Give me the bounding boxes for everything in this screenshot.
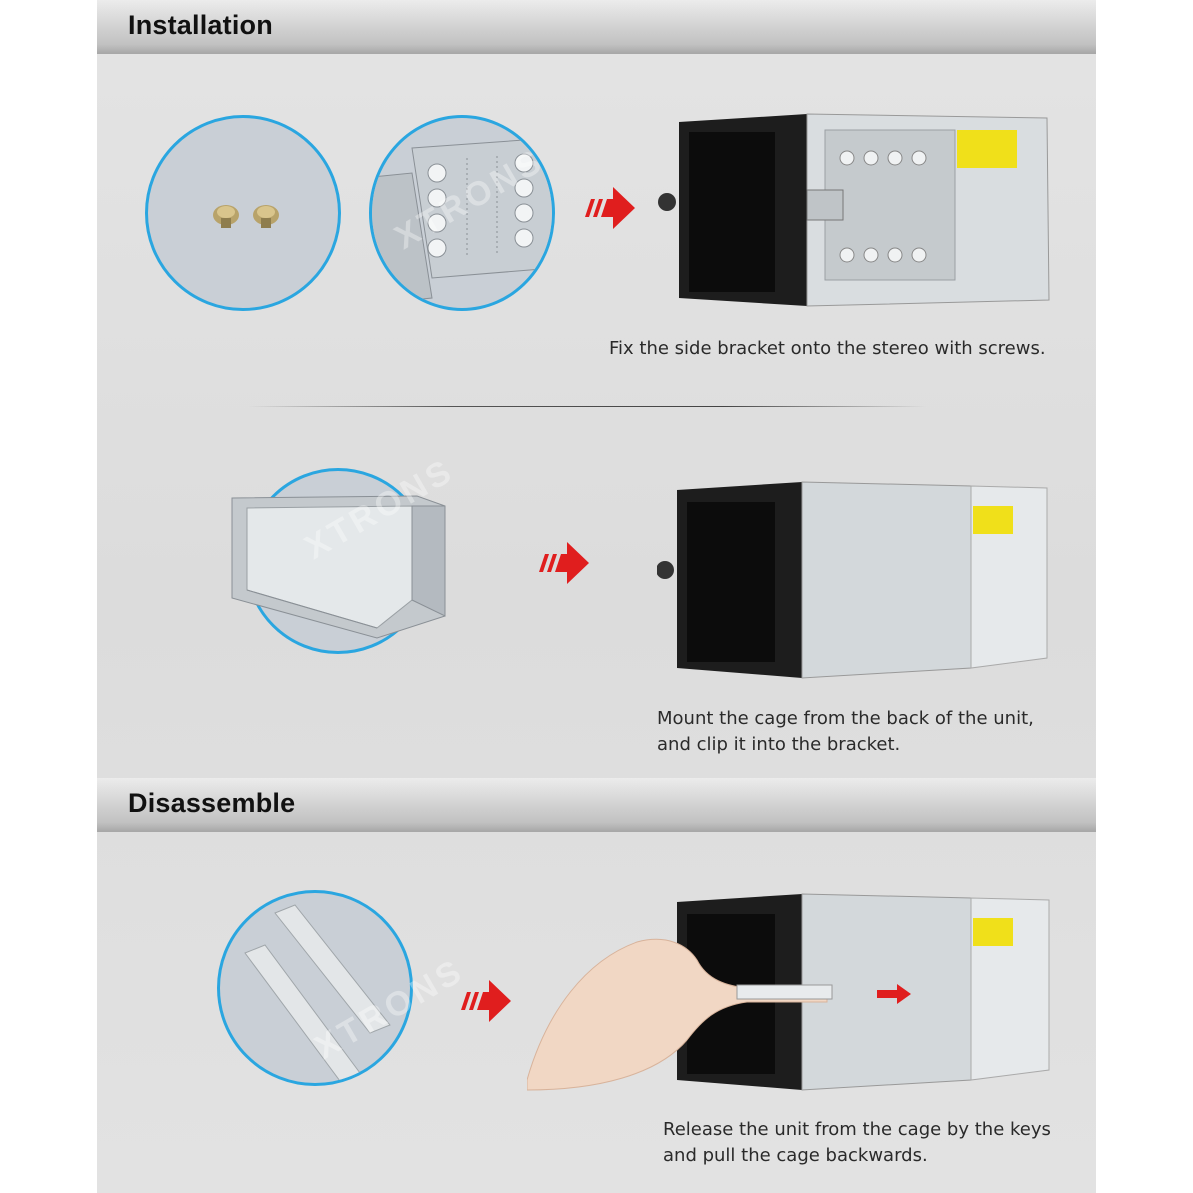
section-divider	[247, 406, 927, 407]
red-arrow-icon	[461, 980, 511, 1022]
disassemble-caption-line2: and pull the cage backwards.	[663, 1145, 928, 1166]
screws-icon	[213, 205, 279, 228]
disassemble-title: Disassemble	[128, 788, 296, 818]
red-arrow-icon	[539, 542, 589, 584]
stereo-unit-icon	[527, 893, 1050, 1091]
step1-caption: Fix the side bracket onto the stereo wit…	[609, 338, 1046, 359]
disassemble-header: Disassemble	[97, 778, 1096, 832]
instruction-sheet: Installation	[97, 0, 1096, 1193]
disassemble-caption-line1: Release the unit from the cage by the ke…	[663, 1119, 1051, 1140]
release-keys-icon	[244, 904, 391, 1082]
installation-header: Installation	[97, 0, 1096, 54]
screws-circle	[145, 115, 341, 311]
red-arrow-icon	[585, 187, 635, 229]
keys-circle	[217, 890, 413, 1086]
stereo-unit-icon	[657, 481, 1048, 679]
installation-title: Installation	[128, 10, 273, 40]
bracket-circle	[369, 115, 555, 311]
mounting-cage-icon	[231, 495, 446, 639]
step2-caption-line1: Mount the cage from the back of the unit…	[657, 708, 1034, 729]
step2-caption-line2: and clip it into the bracket.	[657, 734, 901, 755]
stereo-unit-icon	[658, 113, 1050, 307]
